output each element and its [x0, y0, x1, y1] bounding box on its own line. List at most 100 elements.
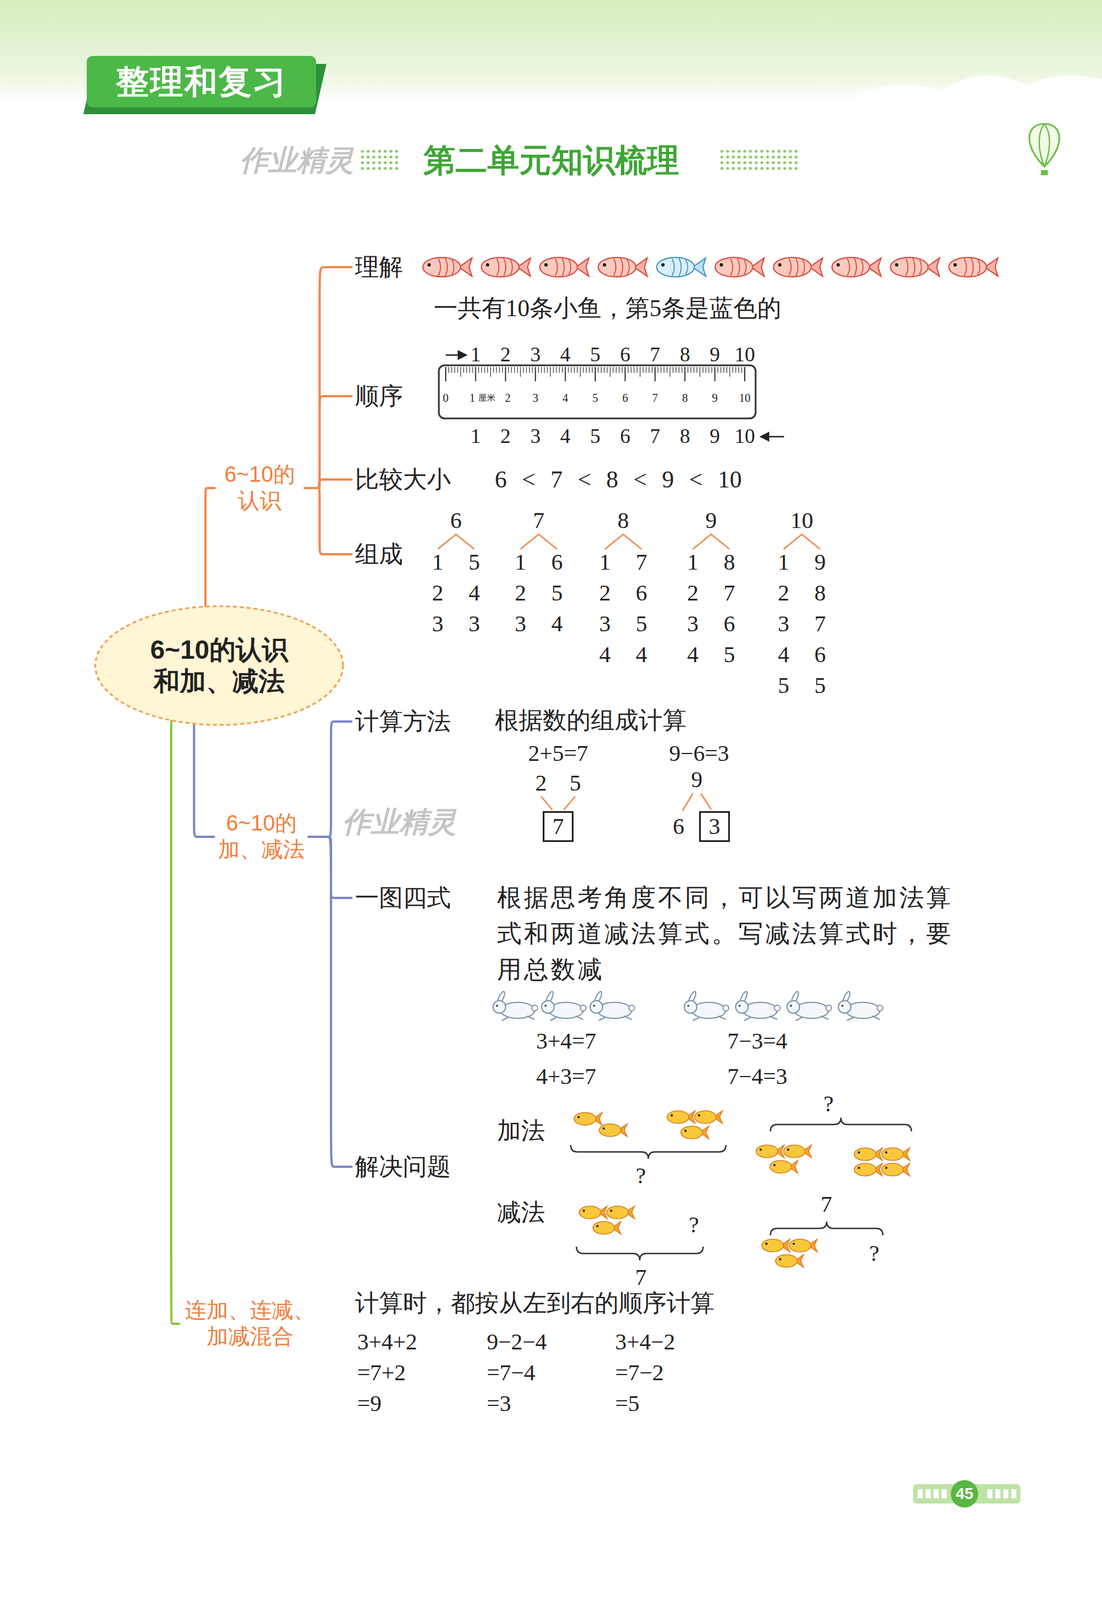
number-pair: 5 5 [777, 671, 826, 700]
ruler-unit: 厘米 [478, 392, 496, 403]
drawing-part [675, 366, 677, 373]
drawing-part [715, 257, 753, 277]
drawing-part [466, 366, 467, 373]
drawing-part [645, 366, 647, 373]
number-pair: 2 7 [687, 579, 736, 607]
equation: 3+4−2 [615, 1327, 676, 1356]
drawing-part [422, 257, 472, 277]
number-pair: 3 6 [687, 610, 736, 638]
equation: =5 [615, 1389, 640, 1418]
drawing-part [735, 1000, 749, 1013]
drawing-part [792, 1242, 795, 1245]
branch-line [304, 479, 352, 488]
problem-type: 加法 [497, 1116, 546, 1145]
drawing-part [474, 366, 476, 382]
drawing-part [590, 990, 635, 1021]
drawing-part [832, 257, 882, 277]
drawing-part [615, 366, 617, 373]
drawing-part [603, 366, 605, 373]
drawing-part [684, 990, 729, 1021]
drawing-part [775, 1254, 804, 1267]
drawing-part [756, 1144, 778, 1158]
drawing-part [541, 366, 542, 373]
node-text: 解决问题 [354, 1152, 451, 1181]
drawing-part [538, 366, 539, 373]
drawing-part [612, 366, 614, 373]
drawing-part [890, 257, 928, 277]
drawing-part [454, 366, 455, 373]
drawing-part [987, 1488, 993, 1499]
drawing-part [684, 366, 686, 382]
branch-label: 连加、连减、加减混合 [181, 1297, 319, 1350]
drawing-part [422, 257, 461, 277]
answer-box: 3 [699, 810, 730, 842]
drawing-part [505, 366, 507, 382]
drawing-part [832, 257, 870, 277]
equation: 4+3=7 [535, 1062, 596, 1091]
drawing-part [885, 1166, 888, 1169]
drawing-part [582, 366, 584, 373]
drawing-part [854, 1163, 883, 1176]
drawing-part [606, 366, 608, 373]
drawing-part [682, 793, 693, 811]
drawing-part [666, 366, 668, 373]
drawing-part [495, 366, 497, 373]
order-number: 10 [734, 424, 756, 449]
drawing-part [778, 1257, 782, 1261]
drawing-part [526, 366, 527, 373]
drawing-part [692, 1015, 726, 1021]
ruler-number: 5 [592, 390, 599, 405]
drawing-part [769, 1160, 792, 1173]
drawing-part [618, 366, 620, 373]
equation: 9−6=3 [668, 739, 729, 768]
drawing-part [592, 1004, 596, 1007]
order-number: 5 [590, 424, 601, 449]
drawing-part [925, 1488, 931, 1499]
drawing-part [501, 1015, 535, 1021]
drawing-part [648, 366, 650, 373]
drawing-part [881, 1147, 904, 1161]
ruler-number: 4 [562, 390, 569, 405]
equation: =7+2 [357, 1358, 406, 1387]
total-number: 7 [533, 506, 545, 535]
drawing-part [857, 1166, 861, 1169]
drawing-part [496, 257, 513, 277]
node-text: 顺序 [354, 381, 403, 411]
drawing-part [933, 1488, 939, 1499]
node-text: 整理和复习 [115, 61, 288, 102]
drawing-part [667, 1110, 689, 1124]
number-pair: 3 7 [777, 610, 826, 638]
number-pair: 2 8 [777, 579, 826, 607]
drawing-part [857, 1151, 861, 1154]
ruler-number: 7 [652, 390, 659, 405]
drawing-part [684, 1129, 687, 1132]
drawing-part [744, 366, 746, 382]
drawing-part [613, 257, 630, 277]
equation: =9 [357, 1389, 382, 1418]
drawing-part [574, 1112, 603, 1125]
equation: 2+5=7 [527, 739, 588, 768]
drawing-part [783, 1144, 812, 1158]
drawing-part [580, 1004, 587, 1011]
drawing-part [789, 1238, 818, 1252]
drawing-part [541, 796, 553, 810]
drawing-part [953, 263, 958, 267]
number-pair: 3 5 [599, 610, 648, 638]
drawing-part [964, 257, 981, 277]
drawing-part [1029, 123, 1060, 167]
drawing-part [735, 366, 737, 373]
number-pair: 1 8 [687, 548, 736, 576]
order-arrow [445, 354, 466, 357]
number-pair: 3 3 [432, 610, 480, 638]
number-pair: 4 6 [777, 640, 826, 669]
question-mark: ? [823, 1090, 834, 1118]
equation: 7−3=4 [727, 1027, 787, 1055]
part-number: 6 [672, 812, 685, 841]
node-text: 6~10的加、减法 [216, 810, 307, 863]
equation: 3+4=7 [535, 1027, 596, 1055]
drawing-part [555, 366, 557, 373]
question-mark: ? [688, 1211, 700, 1239]
order-number: 9 [709, 424, 721, 449]
drawing-part [550, 1015, 584, 1021]
drawing-part [786, 1000, 800, 1013]
